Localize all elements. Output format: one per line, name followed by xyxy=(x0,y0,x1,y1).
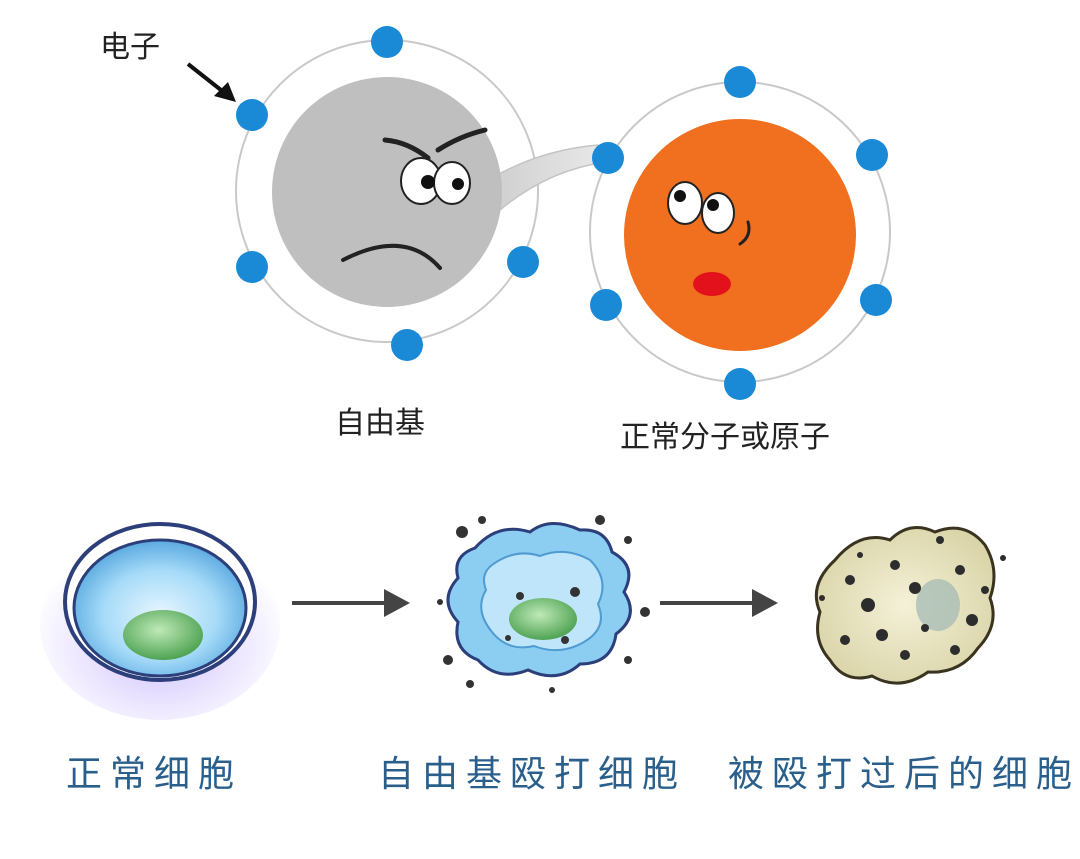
debris xyxy=(437,515,650,693)
attacked-cell-nucleus xyxy=(509,598,577,640)
free-radical-eye xyxy=(433,161,471,205)
free-radical-eyebrow xyxy=(382,137,431,161)
electron xyxy=(507,246,539,278)
attacking-cell-label: 自由基殴打细胞 xyxy=(378,754,687,795)
normal-cell-body xyxy=(72,538,248,678)
normal-atom-mouth xyxy=(693,272,731,296)
free-radical-arm xyxy=(491,144,608,212)
electron xyxy=(860,284,892,316)
electron xyxy=(592,142,624,174)
electron xyxy=(391,329,423,361)
electron xyxy=(236,251,268,283)
electron xyxy=(590,289,622,321)
normal-cell-group xyxy=(40,522,280,720)
electron xyxy=(371,26,403,58)
free-radical-pupil xyxy=(421,175,435,189)
electron xyxy=(724,66,756,98)
damaged-cell-nucleus xyxy=(916,579,960,631)
free-radical-electrons xyxy=(236,26,539,361)
free-radical-body xyxy=(272,77,502,307)
electron xyxy=(856,139,888,171)
damaged-cell-label: 被殴打过后的细胞 xyxy=(728,754,1080,795)
free-radical-pupil xyxy=(452,178,464,190)
normal-atom-sweat xyxy=(738,220,751,246)
normal-cell-nucleus xyxy=(123,610,203,660)
normal-atom-eye xyxy=(701,192,735,234)
electron xyxy=(236,99,268,131)
normal-atom-pupil xyxy=(707,199,719,211)
free-radical-label: 自由基 xyxy=(335,406,425,441)
electron xyxy=(724,368,756,400)
normal-atom-electrons xyxy=(590,66,892,400)
normal-atom-body xyxy=(624,119,856,351)
free-radical-mouth xyxy=(341,243,442,270)
attacked-cell-group xyxy=(437,515,650,693)
normal-atom-group xyxy=(589,81,891,383)
process-arrow xyxy=(660,589,778,617)
process-arrow xyxy=(292,589,410,617)
damaged-cell-group xyxy=(814,526,1006,685)
normal-molecule-label: 正常分子或原子 xyxy=(620,420,830,455)
normal-cell-label: 正常细胞 xyxy=(66,754,243,795)
free-radical-eyebrow xyxy=(435,127,488,153)
electron-pointer-arrow xyxy=(186,62,236,102)
free-radical-group xyxy=(235,39,608,343)
damage-spots xyxy=(819,536,1006,660)
normal-atom-pupil xyxy=(674,190,686,202)
normal-atom-eye xyxy=(667,181,703,225)
electron-label: 电子 xyxy=(100,30,160,65)
damaged-cell-body xyxy=(814,526,996,685)
